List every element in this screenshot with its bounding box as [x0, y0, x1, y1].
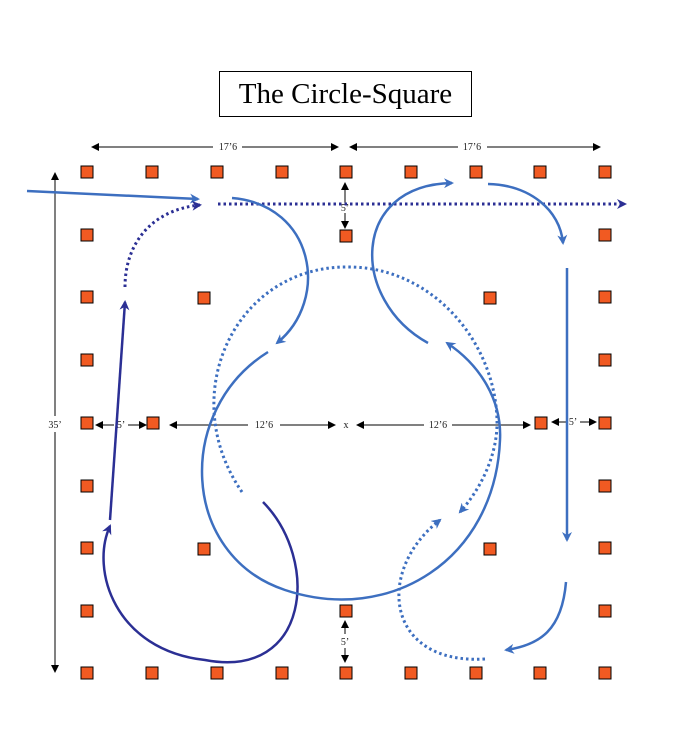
diagram-title: The Circle-Square	[219, 71, 472, 117]
square-marker-icon	[483, 542, 497, 556]
dim-left-gap: 5’	[117, 420, 125, 431]
square-marker-icon	[146, 416, 160, 430]
square-marker-icon	[210, 165, 224, 179]
square-marker-icon	[598, 479, 612, 493]
dim-right-gap: 5’	[569, 417, 577, 428]
upper-left-arc	[231, 196, 310, 345]
square-marker-icon	[80, 604, 94, 618]
square-marker-icon	[210, 666, 224, 680]
dim-top-left: 17’6	[219, 142, 237, 153]
left-dotted-curve	[123, 200, 202, 288]
square-marker-icon	[469, 165, 483, 179]
square-marker-icon	[483, 291, 497, 305]
dimension-labels: 17’6 17’6 35’ 5’ 12’6 x 12’6 5’ 5’ 5’	[48, 142, 577, 648]
square-marker-icon	[275, 165, 289, 179]
square-marker-icon	[80, 479, 94, 493]
bottom-right-arc	[504, 581, 568, 654]
square-marker-icon	[275, 666, 289, 680]
square-marker-icon	[197, 542, 211, 556]
square-marker-icon	[80, 165, 94, 179]
square-marker-icon	[80, 353, 94, 367]
dim-center-left: 12’6	[255, 420, 273, 431]
square-marker-icon	[145, 666, 159, 680]
square-marker-icon	[598, 541, 612, 555]
flow-paths	[26, 178, 627, 664]
square-marker-icon	[598, 416, 612, 430]
dim-center-right: 12’6	[429, 420, 447, 431]
square-marker-icon	[80, 666, 94, 680]
square-marker-icon	[598, 290, 612, 304]
square-marker-icon	[80, 416, 94, 430]
square-marker-icon	[598, 666, 612, 680]
square-marker-icon	[598, 228, 612, 242]
square-marker-icon	[339, 604, 353, 618]
square-marker-icon	[145, 165, 159, 179]
square-marker-icon	[598, 165, 612, 179]
dimension-lines	[51, 143, 601, 673]
square-marker-icon	[598, 353, 612, 367]
square-marker-icon	[404, 666, 418, 680]
square-marker-icon	[80, 541, 94, 555]
left-up-arrow	[108, 300, 130, 521]
square-marker-icon	[533, 165, 547, 179]
marker-grid	[80, 165, 612, 680]
bottom-left-loop	[102, 501, 299, 664]
square-marker-icon	[339, 666, 353, 680]
dim-overall-height: 35’	[48, 420, 61, 431]
square-marker-icon	[80, 228, 94, 242]
bottom-right-dotted	[397, 518, 486, 661]
square-marker-icon	[469, 666, 483, 680]
square-marker-icon	[80, 290, 94, 304]
square-marker-icon	[197, 291, 211, 305]
center-dotted-circle	[212, 265, 499, 514]
top-right-arc	[487, 182, 568, 245]
dim-top-gap: 5’	[341, 203, 349, 214]
square-marker-icon	[404, 165, 418, 179]
square-marker-icon	[533, 666, 547, 680]
square-marker-icon	[339, 229, 353, 243]
square-marker-icon	[534, 416, 548, 430]
dim-bottom-gap: 5’	[341, 637, 349, 648]
center-solid-circle	[200, 341, 502, 601]
entry-arrow	[26, 189, 200, 204]
upper-right-arc	[371, 178, 454, 345]
square-marker-icon	[339, 165, 353, 179]
center-mark: x	[344, 420, 349, 431]
dim-top-right: 17’6	[463, 142, 481, 153]
square-marker-icon	[598, 604, 612, 618]
